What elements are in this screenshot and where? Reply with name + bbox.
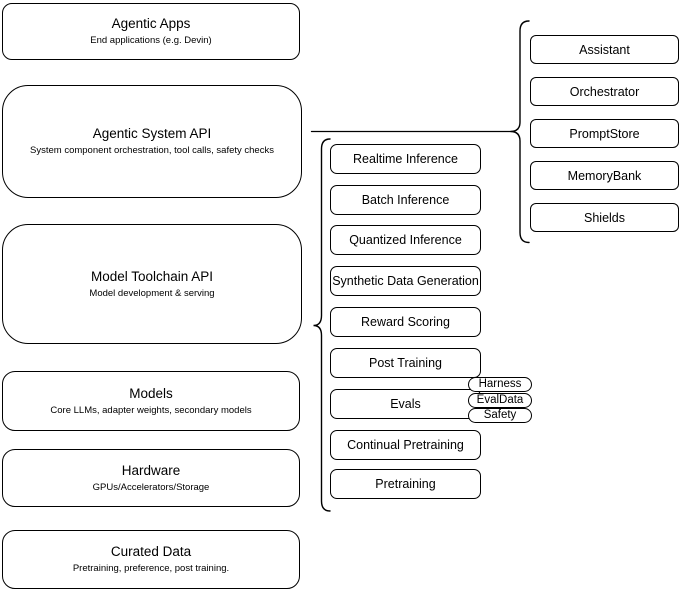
node-label: Orchestrator bbox=[569, 84, 640, 99]
node-title: Agentic Apps bbox=[111, 16, 191, 31]
toolchain-brace bbox=[313, 138, 331, 512]
node-title: Curated Data bbox=[110, 544, 192, 559]
node-realtime-inference: Realtime Inference bbox=[330, 144, 481, 174]
node-hardware: Hardware GPUs/Accelerators/Storage bbox=[2, 449, 300, 507]
node-label: Shields bbox=[584, 210, 625, 225]
node-continual-pretraining: Continual Pretraining bbox=[330, 430, 481, 460]
node-title: Hardware bbox=[121, 462, 181, 478]
node-subtitle: Core LLMs, adapter weights, secondary mo… bbox=[50, 404, 252, 416]
tag-safety: Safety bbox=[468, 408, 532, 423]
node-reward-scoring: Reward Scoring bbox=[330, 307, 481, 337]
node-title: Agentic System API bbox=[92, 126, 212, 141]
tag-label: Safety bbox=[483, 409, 517, 421]
node-subtitle: GPUs/Accelerators/Storage bbox=[92, 481, 210, 493]
node-post-training: Post Training bbox=[330, 348, 481, 378]
tag-label: Harness bbox=[478, 378, 522, 390]
node-model-toolchain-api: Model Toolchain API Model development & … bbox=[2, 224, 302, 344]
node-label: Assistant bbox=[579, 42, 630, 57]
node-label: Pretraining bbox=[375, 477, 436, 491]
node-curated-data: Curated Data Pretraining, preference, po… bbox=[2, 530, 300, 589]
node-batch-inference: Batch Inference bbox=[330, 185, 481, 215]
node-memorybank: MemoryBank bbox=[530, 161, 679, 190]
tag-evaldata: EvalData bbox=[468, 392, 532, 408]
node-label: PromptStore bbox=[569, 126, 640, 141]
node-orchestrator: Orchestrator bbox=[530, 77, 679, 106]
node-models: Models Core LLMs, adapter weights, secon… bbox=[2, 371, 300, 431]
node-synthetic-data-generation: Synthetic Data Generation bbox=[330, 266, 481, 296]
node-assistant: Assistant bbox=[530, 35, 679, 64]
node-label: Synthetic Data Generation bbox=[332, 274, 479, 288]
node-title: Model Toolchain API bbox=[90, 268, 214, 284]
node-pretraining: Pretraining bbox=[330, 469, 481, 499]
tag-label: EvalData bbox=[476, 393, 524, 406]
node-label: Post Training bbox=[369, 356, 442, 370]
node-label: Reward Scoring bbox=[361, 315, 450, 329]
node-label: Batch Inference bbox=[361, 193, 450, 207]
node-agentic-system-api: Agentic System API System component orch… bbox=[2, 85, 302, 198]
node-label: Quantized Inference bbox=[349, 233, 462, 247]
node-subtitle: Pretraining, preference, post training. bbox=[72, 563, 230, 574]
node-label: Evals bbox=[390, 397, 421, 411]
node-subtitle: End applications (e.g. Devin) bbox=[90, 35, 212, 46]
node-quantized-inference: Quantized Inference bbox=[330, 225, 481, 255]
node-agentic-apps: Agentic Apps End applications (e.g. Devi… bbox=[2, 3, 300, 60]
node-label: Realtime Inference bbox=[353, 152, 458, 166]
node-promptstore: PromptStore bbox=[530, 119, 679, 148]
node-label: MemoryBank bbox=[567, 168, 642, 183]
node-subtitle: Model development & serving bbox=[89, 287, 215, 299]
node-subtitle: System component orchestration, tool cal… bbox=[30, 145, 274, 156]
system-brace bbox=[510, 20, 530, 244]
node-title: Models bbox=[129, 385, 173, 401]
node-label: Continual Pretraining bbox=[347, 438, 464, 452]
node-shields: Shields bbox=[530, 203, 679, 232]
tag-harness: Harness bbox=[468, 377, 532, 392]
node-evals: Evals bbox=[330, 389, 481, 419]
